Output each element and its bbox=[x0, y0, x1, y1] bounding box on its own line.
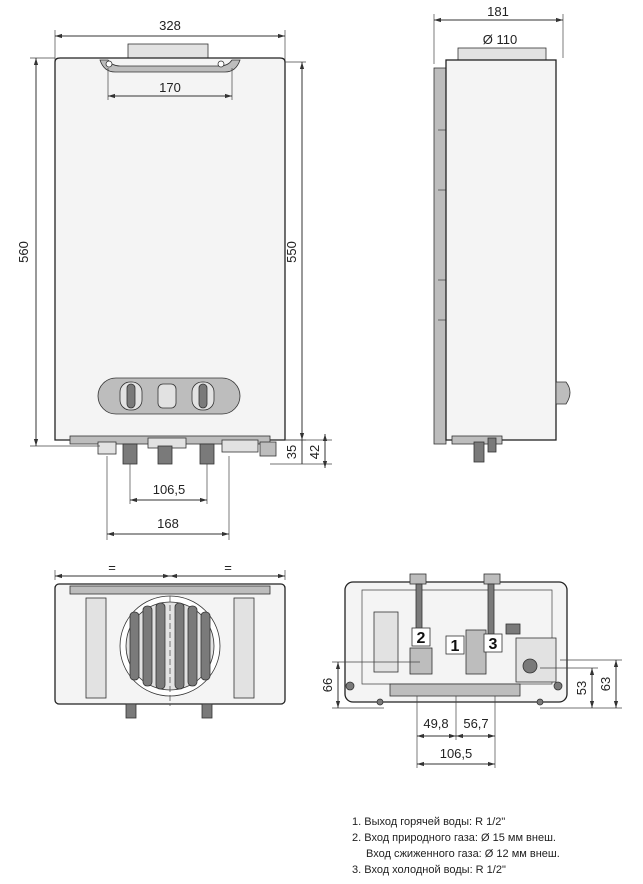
side-flue-label: Ø 110 bbox=[483, 32, 517, 47]
front-top-span-label: 170 bbox=[159, 80, 181, 95]
legend-line-lpg: Вход сжиженного газа: Ø 12 мм внеш. bbox=[366, 848, 560, 860]
legend-line-hot-water: 1. Выход горячей воды: R 1/2" bbox=[352, 816, 506, 828]
bottom-height-63: 63 bbox=[598, 677, 613, 691]
front-bottom-offset-35: 35 bbox=[284, 445, 299, 459]
legend-line-natural-gas: 2. Вход природного газа: Ø 15 мм внеш. bbox=[352, 832, 556, 844]
bottom-offset-56-7: 56,7 bbox=[463, 716, 488, 731]
front-width-label: 328 bbox=[159, 18, 181, 33]
front-height-label: 560 bbox=[16, 241, 31, 263]
marker-3: 3 bbox=[489, 636, 498, 653]
side-depth-label: 181 bbox=[487, 4, 509, 19]
marker-2: 2 bbox=[417, 630, 426, 647]
front-bottom-offset-42: 42 bbox=[307, 445, 322, 459]
bottom-height-53: 53 bbox=[574, 681, 589, 695]
front-view: 328 170 560 bbox=[16, 18, 332, 540]
front-body-height-label: 550 bbox=[284, 241, 299, 263]
top-center-mark-right: = bbox=[224, 560, 232, 575]
front-outer-pipe-spacing-label: 168 bbox=[157, 516, 179, 531]
top-center-mark-left: = bbox=[108, 560, 116, 575]
bottom-offset-49-8: 49,8 bbox=[423, 716, 448, 731]
side-body bbox=[445, 59, 557, 441]
connections-legend: 1. Выход горячей воды: R 1/2" 2. Вход пр… bbox=[352, 814, 560, 878]
front-pipe-spacing-label: 106,5 bbox=[153, 482, 186, 497]
legend-line-cold-water: 3. Вход холодной воды: R 1/2" bbox=[352, 864, 506, 876]
bottom-view: 2 1 3 66 53 63 49,8 56,7 106,5 bbox=[320, 573, 622, 768]
side-view: 181 Ø 110 bbox=[433, 4, 571, 463]
top-view: = = bbox=[54, 560, 286, 719]
bottom-spacing-106-5: 106,5 bbox=[440, 746, 473, 761]
bottom-height-66: 66 bbox=[320, 678, 335, 692]
side-flue-collar bbox=[457, 47, 547, 61]
marker-1: 1 bbox=[451, 638, 460, 655]
